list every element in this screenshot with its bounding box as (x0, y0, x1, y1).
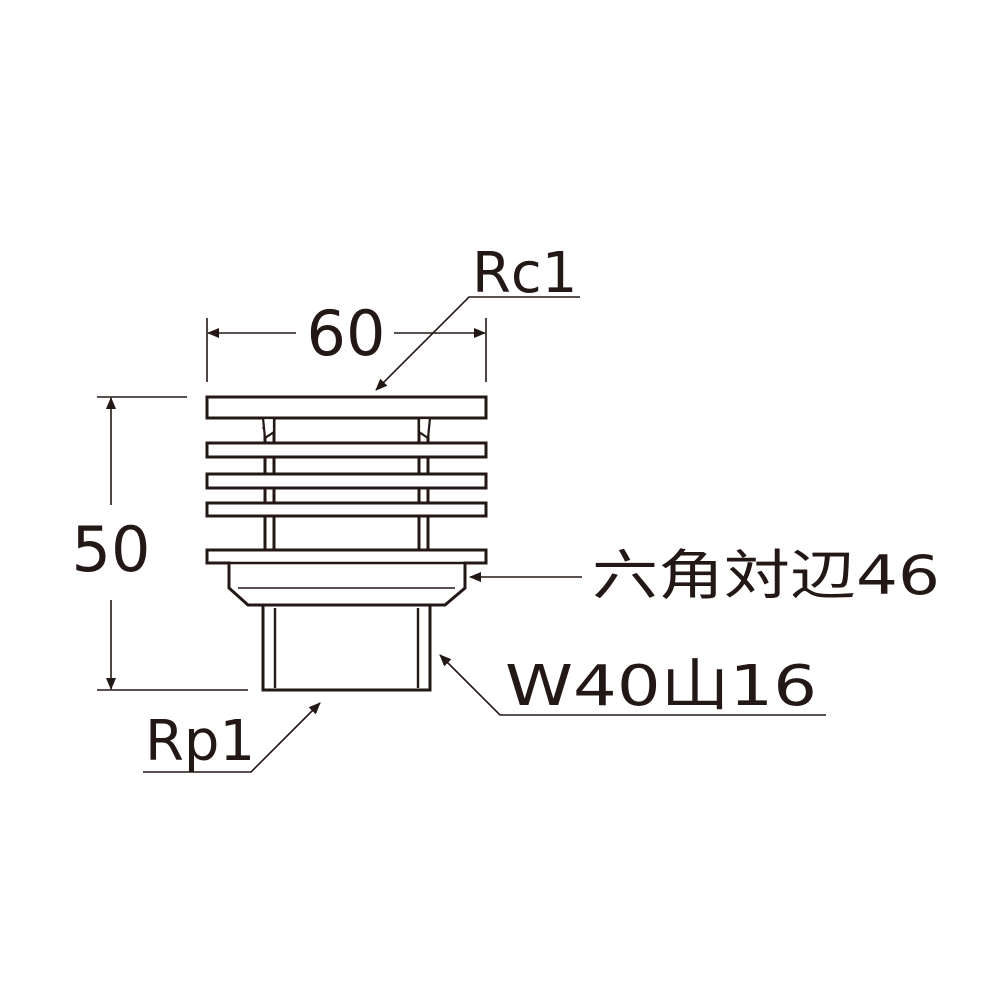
fin-3 (205, 501, 488, 518)
fin-1 (205, 441, 488, 459)
hex-nut (205, 548, 488, 607)
hex-callout: 六角対辺46 (469, 544, 940, 607)
top-cap-left-chamfer (261, 416, 276, 440)
hex-across-flats-label: 六角対辺46 (592, 544, 940, 607)
screw-thread-label: W40山16 (505, 654, 817, 719)
bottom-thread-label: Rp1 (145, 709, 255, 774)
top-thread-label: Rc1 (472, 241, 577, 306)
height-dimension-label: 50 (72, 513, 151, 586)
top-thread-leader (375, 296, 580, 391)
fitting-body (205, 395, 488, 692)
screw-thread-callout: W40山16 (439, 654, 826, 719)
width-dimension: 60 (206, 297, 487, 382)
fin-2 (205, 472, 488, 490)
top-cap-right-chamfer (417, 416, 432, 440)
bottom-thread-callout: Rp1 (143, 702, 321, 774)
top-cap (205, 395, 488, 436)
top-thread-callout: Rc1 (375, 241, 580, 391)
bottom-thread-leader (143, 702, 321, 773)
lower-pipe (261, 603, 432, 692)
screw-thread-leader (439, 654, 826, 716)
width-dimension-label: 60 (307, 297, 386, 370)
height-dimension: 50 (72, 396, 248, 691)
